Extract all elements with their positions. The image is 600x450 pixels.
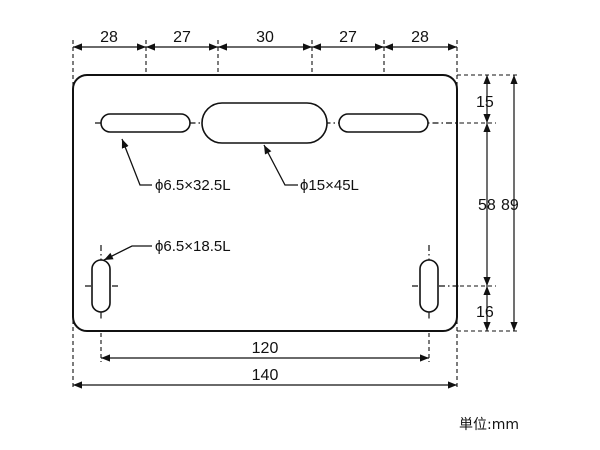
wide-slot-center	[201, 102, 328, 144]
long-slot-right	[338, 113, 429, 133]
dim-top-1: 28	[100, 29, 118, 46]
callout-wide-slot: ϕ15×45L	[300, 177, 359, 194]
dim-right-total: 89	[501, 197, 519, 214]
dim-bottom-inner: 120	[252, 340, 279, 357]
dim-top-3: 30	[256, 29, 274, 46]
dim-bottom-total: 140	[252, 367, 279, 384]
long-slot-left	[100, 113, 191, 133]
short-slot-left	[91, 259, 111, 313]
dim-top-4: 27	[339, 29, 357, 46]
top-dimension-chain: 28 27 30 27 28	[73, 29, 457, 51]
callout-short-slot: ϕ6.5×18.5L	[155, 238, 231, 255]
callout-long-slot: ϕ6.5×32.5L	[155, 177, 231, 194]
dim-right-bottom: 16	[476, 304, 494, 321]
dim-top-5: 28	[411, 29, 429, 46]
dim-right-middle: 58	[478, 197, 496, 214]
callout-leaders	[103, 138, 298, 261]
right-dimensions: 15 58 16 89	[476, 75, 519, 331]
bottom-dimensions: 120 140	[73, 340, 457, 389]
dim-top-2: 27	[173, 29, 191, 46]
unit-label: 単位:mm	[459, 417, 519, 433]
dim-right-top: 15	[476, 94, 494, 111]
short-slot-right	[419, 259, 439, 313]
plate-outline	[72, 74, 458, 332]
